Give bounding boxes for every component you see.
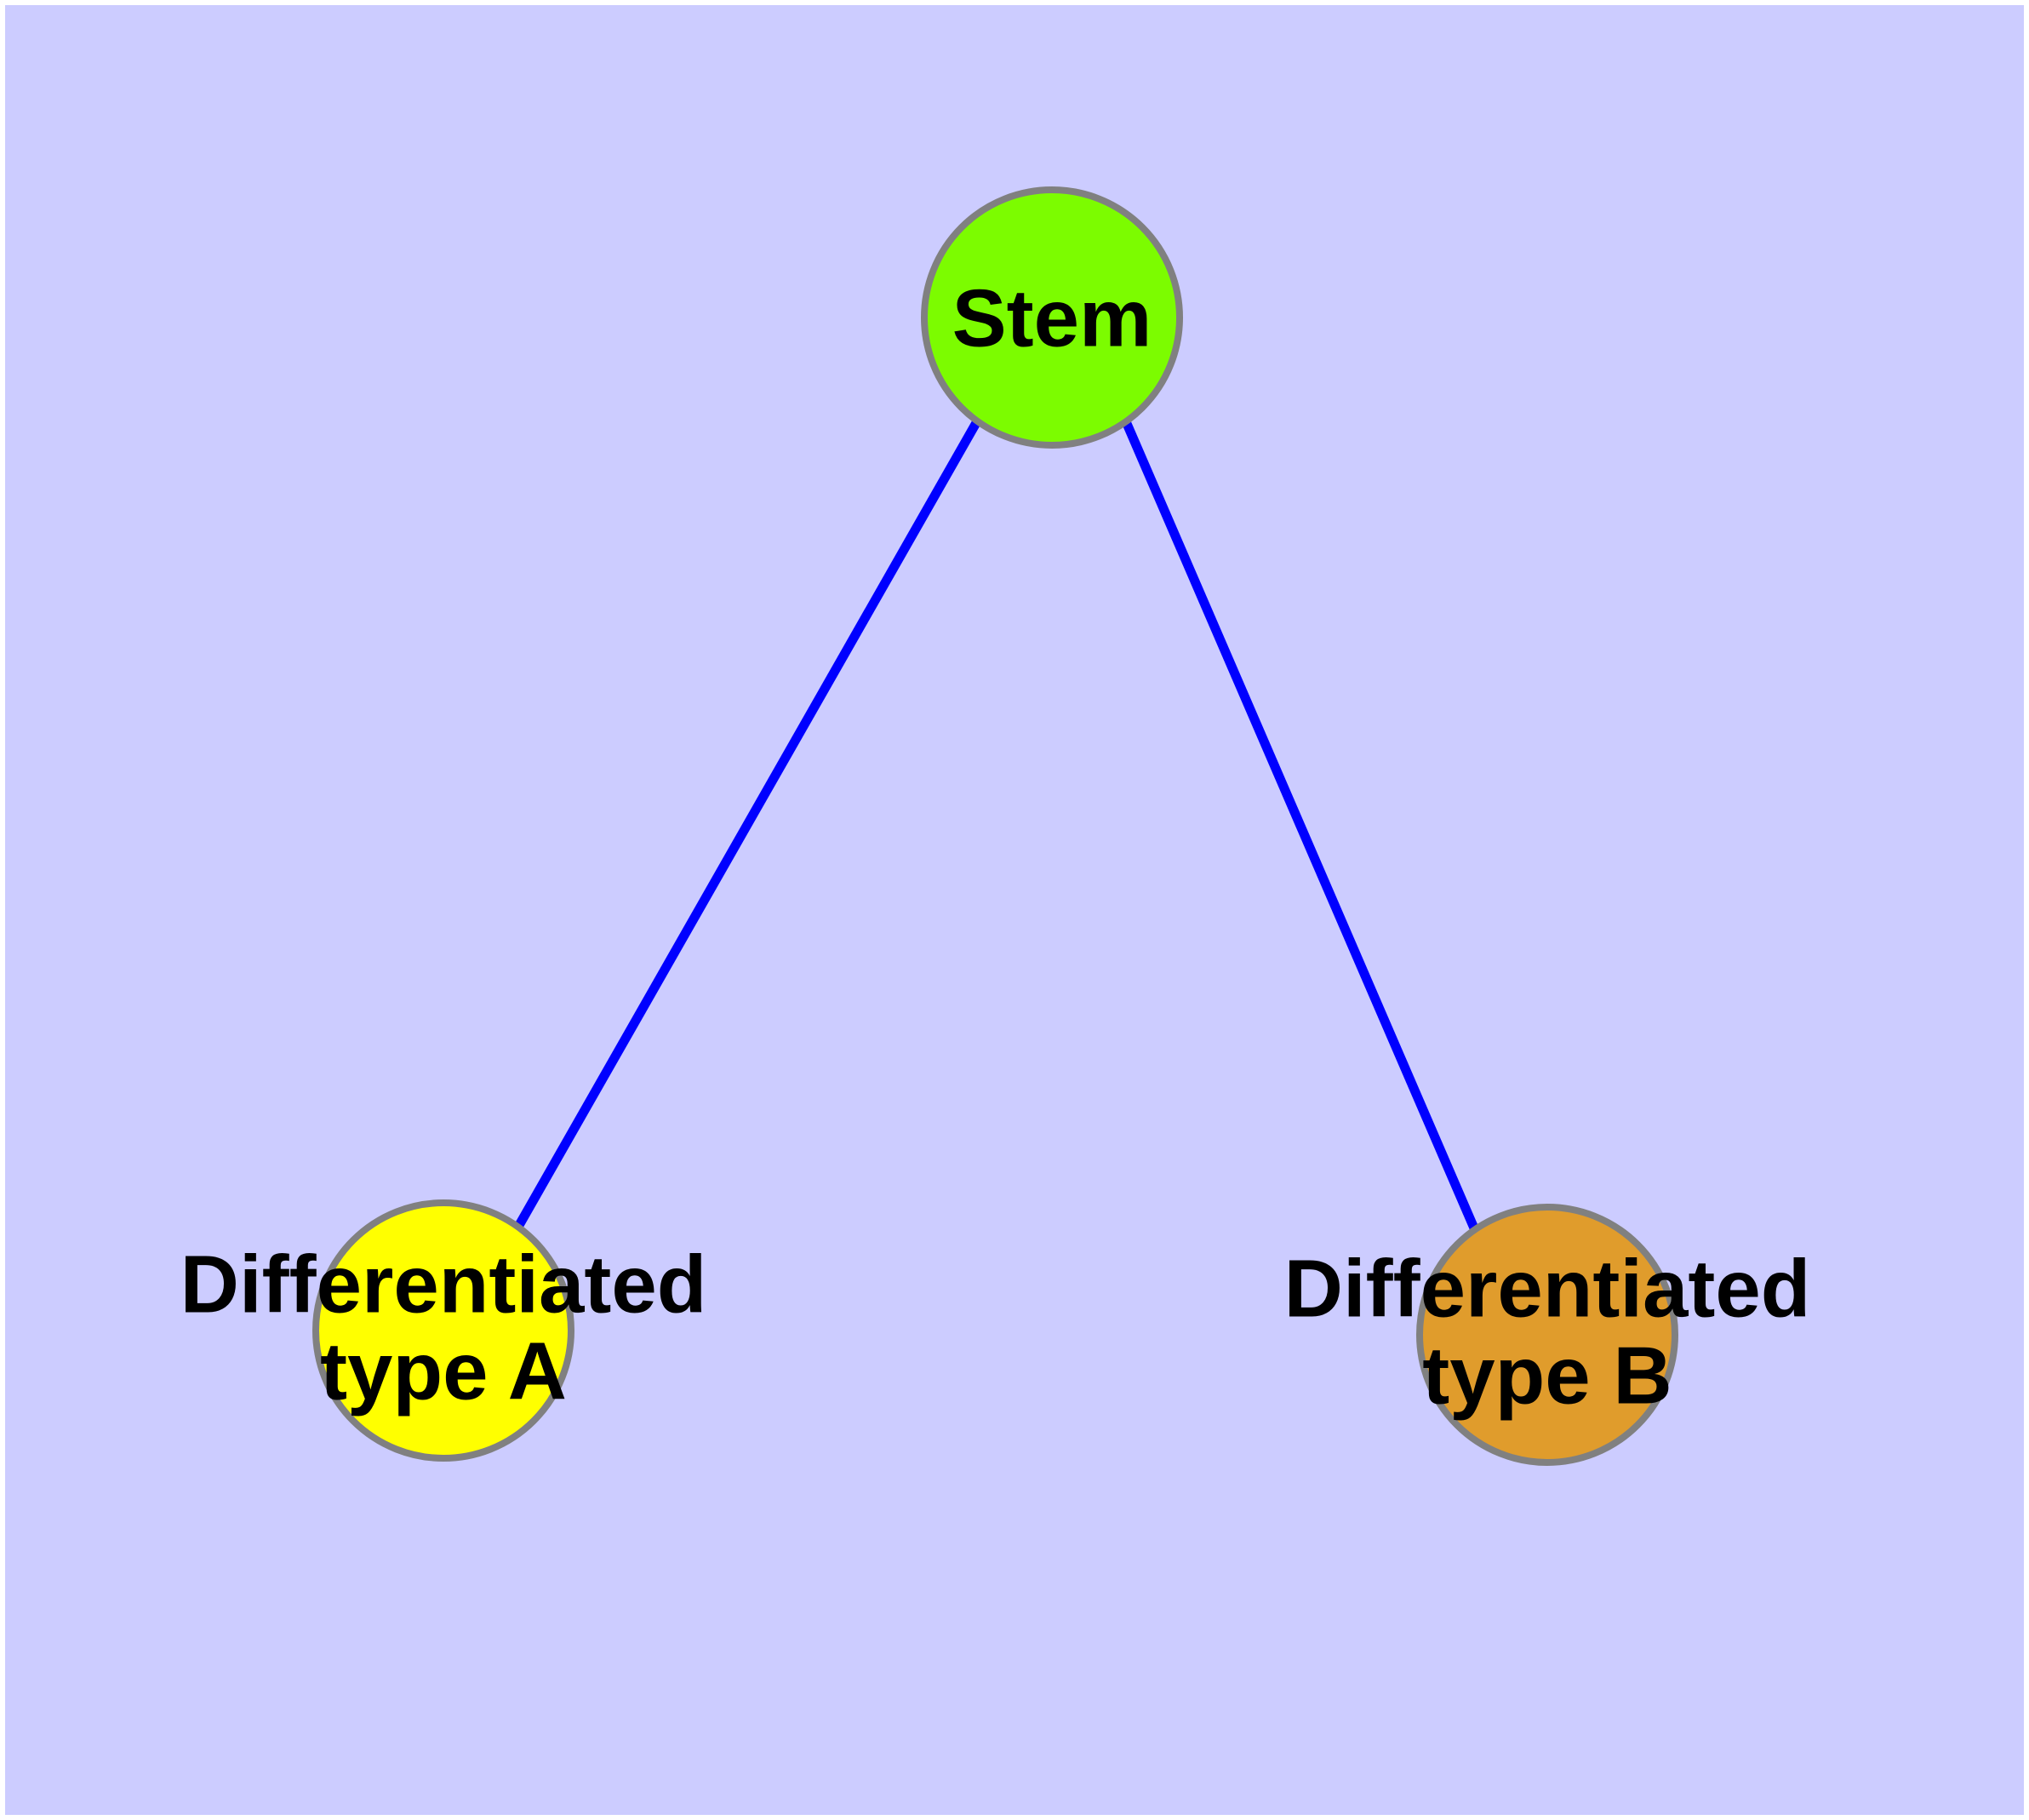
node-differentiated-type-a-circle[interactable] — [312, 1199, 574, 1462]
node-stem-circle[interactable] — [921, 186, 1183, 449]
edge-stem-diff-a[interactable] — [514, 419, 981, 1229]
node-differentiated-type-b[interactable]: Differentiated type B — [1284, 1204, 1811, 1466]
node-differentiated-type-b-circle[interactable] — [1416, 1204, 1678, 1466]
node-differentiated-type-a-label-line-1: Differentiated — [180, 1239, 707, 1330]
node-stem-label: Stem — [952, 272, 1152, 363]
edge-stem-diff-b[interactable] — [1120, 417, 1480, 1233]
node-differentiated-type-b-label-line-1: Differentiated — [1284, 1243, 1811, 1334]
node-differentiated-type-a-label-line-2: type A — [320, 1325, 567, 1417]
node-layer: Stem Differentiated type A Differentiate… — [180, 186, 1811, 1466]
node-stem[interactable]: Stem — [921, 186, 1183, 449]
edge-layer — [514, 417, 1480, 1233]
node-differentiated-type-a[interactable]: Differentiated type A — [180, 1199, 707, 1462]
node-differentiated-type-b-label-line-2: type B — [1422, 1330, 1672, 1421]
